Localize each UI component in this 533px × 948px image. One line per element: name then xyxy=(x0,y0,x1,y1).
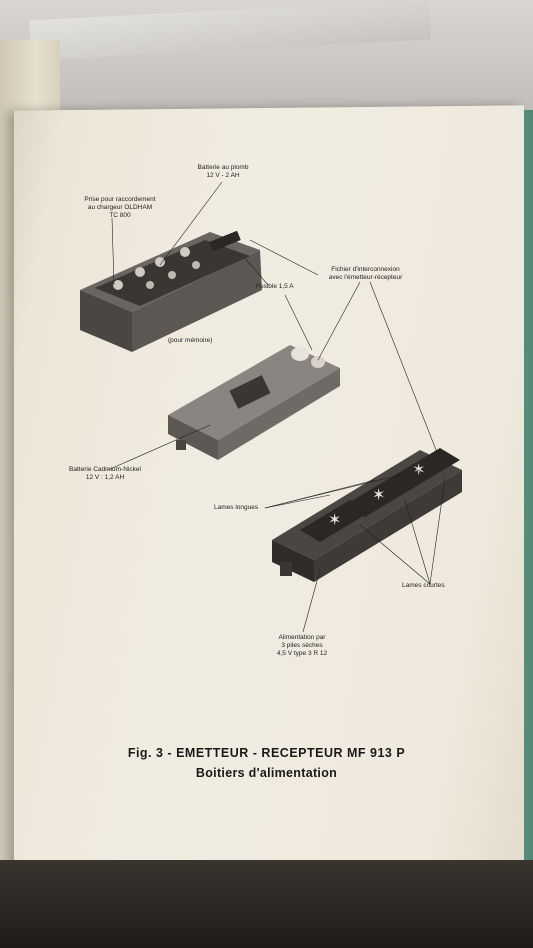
lead-battery-illustration xyxy=(80,230,262,352)
label-interconnect: Fichier d'interconnexion avec l'émetteur… xyxy=(328,266,403,281)
figure-caption-subtitle: Boitiers d'alimentation xyxy=(195,766,338,780)
cadmium-battery-illustration xyxy=(168,345,340,460)
svg-text:✶: ✶ xyxy=(372,485,385,504)
label-cadmium-battery: Batterie Cadmium-Nickel 12 V : 1,2 AH xyxy=(69,466,141,481)
label-dry-cells: Alimentation par 3 piles sèches 4,5 V ty… xyxy=(276,634,328,657)
label-fuse: Fusible 1,5 A xyxy=(256,283,294,290)
figure-caption-title: Fig. 3 - EMETTEUR - RECEPTEUR MF 913 P xyxy=(127,746,406,760)
label-charger-socket: Prise pour raccordement au chargeur OLDH… xyxy=(84,196,156,219)
table-surface xyxy=(0,860,533,948)
label-short-blades: Lames courtes xyxy=(402,582,445,589)
label-pour-memoire: (pour mémoire) xyxy=(168,337,213,344)
svg-text:✶: ✶ xyxy=(412,460,425,479)
svg-text:✶: ✶ xyxy=(328,510,341,529)
leader-lines xyxy=(107,181,446,633)
label-lead-battery: Batterie au plomb 12 V - 2 AH xyxy=(197,164,249,179)
dry-cell-box-illustration: ✶ ✶ ✶ xyxy=(272,448,462,582)
label-long-blades: Lames longues xyxy=(214,504,259,511)
